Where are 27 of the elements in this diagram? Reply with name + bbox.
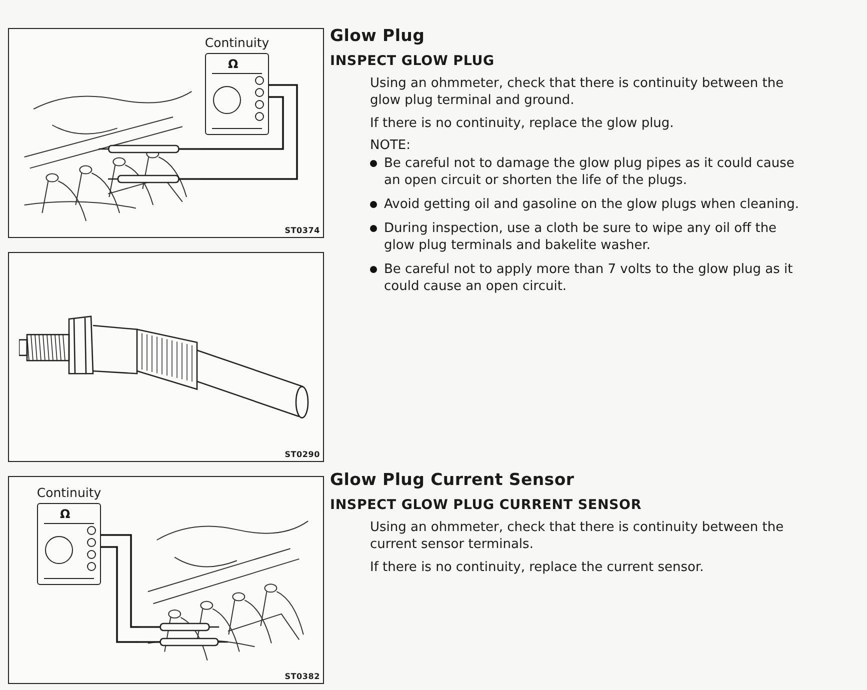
subheading: INSPECT GLOW PLUG [330, 53, 496, 69]
instruction-text: Using an ohmmeter, check that there is continuity between the current sensor terminals. [370, 519, 785, 553]
note-item: During inspection, use a cloth be sure to wipe any oil off the glow plug terminals and bakelite washer. [384, 220, 778, 254]
ohm-symbol: Ω [60, 507, 70, 521]
instruction-text: If there is no continuity, replace the glow plug. [370, 115, 675, 132]
ohm-symbol: Ω [228, 57, 238, 71]
test-lead [201, 84, 298, 180]
note-item: Avoid getting oil and gasoline on the glow plugs when cleaning. [384, 196, 799, 213]
note-item: Be careful not to damage the glow plug pipes as it could cause an open circuit or shorten the life of the plugs. [384, 155, 796, 189]
note-heading: NOTE: [370, 138, 412, 153]
test-lead [101, 534, 139, 628]
test-lead [101, 546, 139, 643]
section-heading: Glow Plug [330, 26, 426, 45]
instruction-text: If there is no continuity, replace the current sensor. [370, 559, 705, 576]
test-lead [201, 96, 284, 150]
figure-panel [8, 476, 324, 684]
meter-label: Continuity [204, 35, 270, 52]
figure-code: ST0382 [284, 672, 320, 681]
instruction-text: Using an ohmmeter, check that there is continuity between the glow plug terminal and ground. [370, 75, 785, 109]
note-item: Be careful not to apply more than 7 volts to the glow plug as it could cause an open circuit. [384, 261, 794, 295]
subheading: INSPECT GLOW PLUG CURRENT SENSOR [330, 497, 643, 513]
figure-panel [8, 252, 324, 462]
section-heading: Glow Plug Current Sensor [330, 470, 576, 489]
meter-label: Continuity [36, 485, 102, 502]
figure-code: ST0290 [284, 450, 320, 459]
figure-panel [8, 28, 324, 238]
figure-code: ST0374 [284, 226, 320, 235]
